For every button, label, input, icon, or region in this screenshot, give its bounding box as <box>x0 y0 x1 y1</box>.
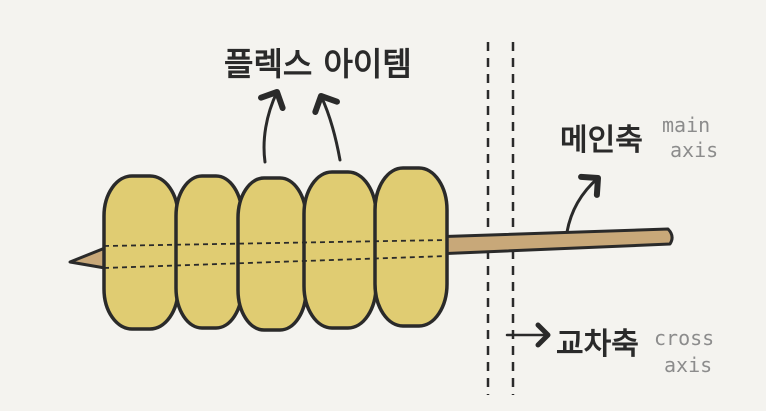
arrow-flex-item-left <box>257 89 286 164</box>
skewer-through-items <box>103 239 448 269</box>
cross-axis-label-en-2: axis <box>664 353 712 377</box>
flex-item-2 <box>174 174 244 330</box>
arrow-main-axis <box>565 173 601 234</box>
arrow-flex-item-right <box>312 93 342 162</box>
flex-item-4 <box>302 170 378 330</box>
cross-axis-label: 교차축 <box>556 327 639 362</box>
cross-axis-label-en-1: cross <box>654 326 714 350</box>
main-axis-label: 메인축 <box>560 123 643 158</box>
flex-item-3 <box>236 176 308 332</box>
main-axis-label-en-1: main <box>662 113 710 137</box>
cross-axis-lines <box>486 42 515 395</box>
flex-items-label: 플렉스 아이템 <box>224 45 412 83</box>
flex-items <box>102 166 449 332</box>
flex-item-1 <box>102 174 180 331</box>
flex-item-5 <box>373 166 449 328</box>
main-axis-label-en-2: axis <box>670 138 718 162</box>
